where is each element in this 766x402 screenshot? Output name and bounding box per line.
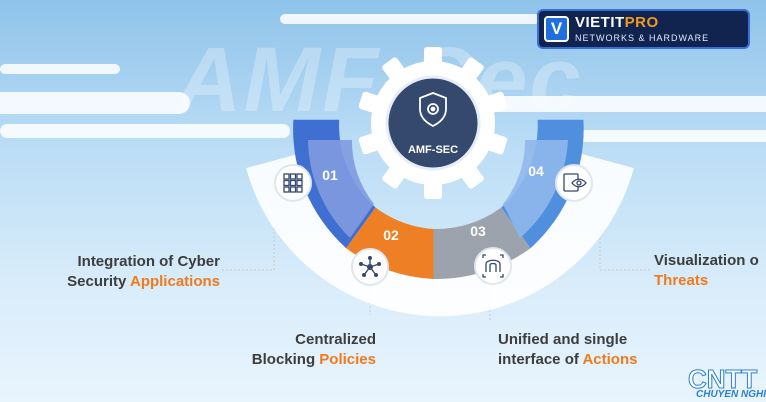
label-integration: Integration of Cyber Security Applicatio… (58, 252, 220, 292)
label-unified-line1: Unified and single (498, 331, 628, 348)
label-integration-line2: Security Applications (67, 273, 220, 290)
cloud (280, 14, 540, 24)
label-integration-line1: Integration of Cyber (77, 253, 220, 270)
segment-04-inner (503, 140, 568, 238)
eye-screen-icon (555, 164, 593, 202)
segment-number-01: 01 (322, 167, 338, 183)
cloud (0, 64, 120, 74)
cloud (0, 124, 290, 138)
highlight-policies: Policies (319, 351, 376, 368)
highlight-applications: Applications (129, 273, 220, 290)
label-centralized: Centralized Blocking Policies (238, 330, 376, 370)
logo-name: VIETITPRO (575, 14, 659, 31)
network-nodes-icon (351, 248, 389, 286)
highlight-actions: Actions (582, 351, 638, 368)
logo-mark: V (544, 16, 569, 42)
center-title: AMF-SEC (408, 144, 458, 156)
segment-01-inner (308, 140, 374, 238)
cloud (560, 130, 766, 142)
label-visualization: Visualization o Threats (654, 251, 766, 291)
corner-watermark-big: CNTT (687, 364, 758, 395)
corner-watermark-small: CHUYEN NGHI (696, 389, 766, 400)
label-unified: Unified and single interface of Actions (498, 330, 678, 370)
fingerprint-icon (474, 247, 512, 285)
label-centralized-line2: Blocking Policies (251, 351, 376, 368)
cloud (480, 96, 766, 112)
highlight-threats: Threats (654, 272, 709, 289)
gear: AMF-SEC (358, 47, 508, 199)
segment-number-04: 04 (528, 163, 544, 179)
segment-number-03: 03 (470, 223, 486, 239)
segment-number-02: 02 (383, 227, 399, 243)
label-unified-line2: interface of Actions (498, 351, 638, 368)
connector-line-1 (222, 208, 275, 271)
vietitpro-logo: V VIETITPRO NETWORKS & HARDWARE (537, 9, 750, 49)
corner-watermark: CNTT CHUYEN NGHI (687, 364, 766, 401)
gear-shield-icon (419, 92, 447, 128)
cloud (0, 92, 190, 114)
grid-apps-icon (274, 164, 312, 202)
label-visualization-line1: Visualization o (654, 252, 759, 269)
logo-tagline: NETWORKS & HARDWARE (575, 33, 710, 43)
label-centralized-line1: Centralized (295, 331, 376, 348)
